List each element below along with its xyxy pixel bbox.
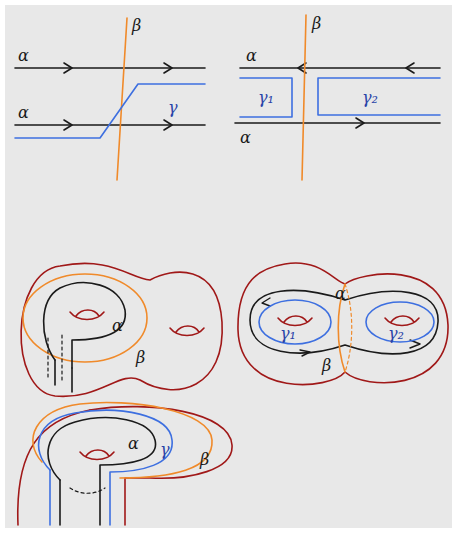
curve-label: γ <box>160 442 170 458</box>
curve-label: β <box>136 350 145 366</box>
curve-label: β <box>322 358 331 374</box>
curve-label: γ₁ <box>280 326 296 342</box>
curve-label: α <box>18 48 29 64</box>
curve-label: γ₂ <box>388 326 404 342</box>
curve-label: α <box>246 48 257 64</box>
curve-label: α <box>128 436 139 452</box>
curve-label: α <box>335 286 346 302</box>
curve-label: α <box>18 105 29 121</box>
curve-label: β <box>312 16 321 32</box>
curve-label: α <box>112 318 123 334</box>
curve-label: γ₂ <box>362 90 378 106</box>
curve-label: β <box>200 452 209 468</box>
curve-label: γ₁ <box>258 90 274 106</box>
curve-label: γ <box>168 100 178 116</box>
curve-label: β <box>132 18 141 34</box>
curve-label: α <box>240 130 251 146</box>
